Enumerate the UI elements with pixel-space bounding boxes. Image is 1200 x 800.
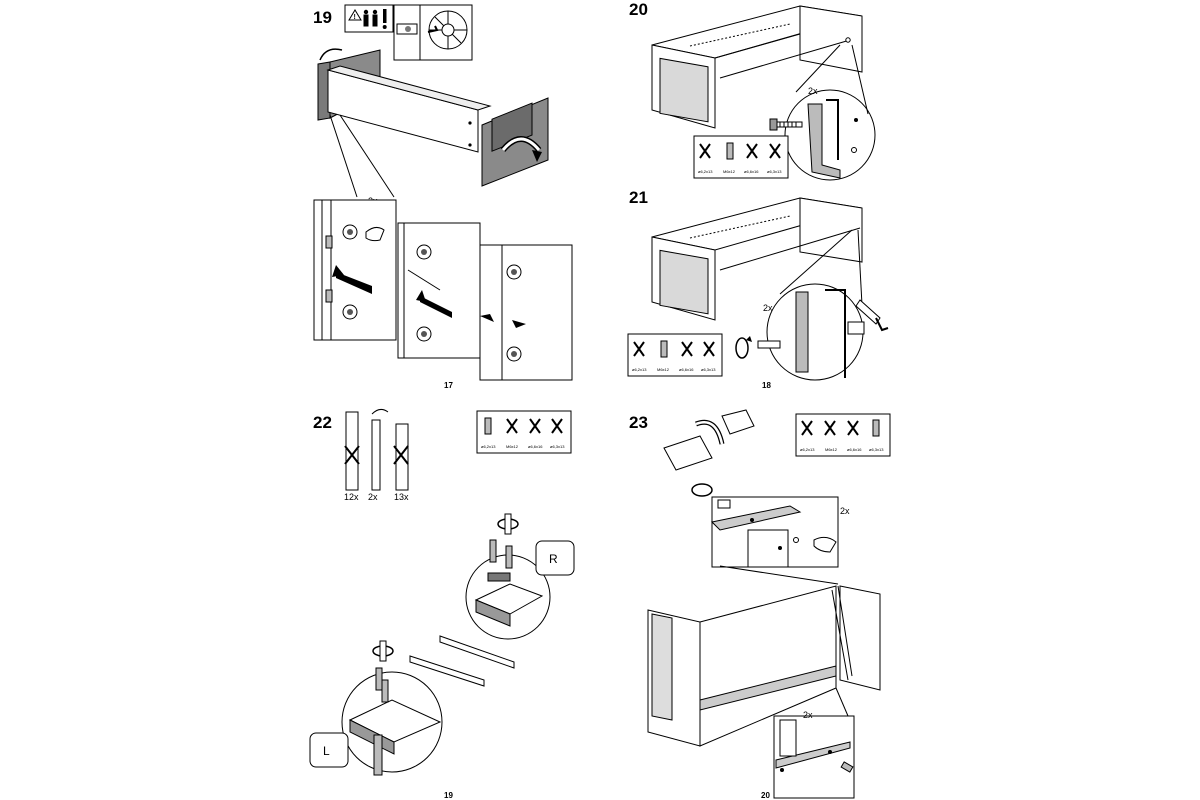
detail-box-3 [479,244,573,381]
screwdriver-icon [497,513,519,535]
screw-label-3: ø6,6x16 [744,169,759,174]
count-13x: 13x [394,492,409,502]
screw-label-4: ø6,3x13 [767,169,782,174]
side-label-R: R [549,552,558,566]
step-22: 22 12x 2x 13x ø6,2x13 M6x12 ø6,6x16 ø6,3… [309,408,575,800]
screw-label-4: ø6,3x13 [869,447,884,452]
detail-box-23-bottom: 2x [773,710,855,799]
count-12x: 12x [344,492,359,502]
side-label-L: L [323,744,330,758]
screw-label-3: ø6,6x16 [528,444,543,449]
hand-pointer-icon [365,226,385,242]
screw-label-1: ø6,2x13 [800,447,815,452]
sub-page-18: 18 [762,381,771,390]
detail-box-1 [313,199,397,341]
screw-label-3: ø6,6x16 [679,367,694,372]
slats-count: 12x 2x 13x [344,408,409,502]
two-person-warning-icon: ! [344,4,394,33]
detail-box-23-top: 2x [710,496,850,568]
screw-label-1: ø6,2x13 [632,367,647,372]
screw-m6x12-icon [769,118,803,131]
step-21-qty: 2x [763,303,773,313]
screw-legend-23: ø6,2x13 M6x12 ø6,6x16 ø6,3x13 [795,413,891,457]
screw-legend-20: ø6,2x13 M6x12 ø6,6x16 ø6,3x13 [693,135,789,179]
step-23-qty-bottom: 2x [803,710,813,720]
sub-page-17: 17 [444,381,453,390]
count-2x: 2x [368,492,378,502]
screw-label-3: ø6,6x16 [847,447,862,452]
screw-label-2: M6x12 [657,367,670,372]
page-number-left: 19 [444,791,453,800]
screw-label-1: ø6,2x13 [698,169,713,174]
hex-key-icon [847,299,889,335]
step-23: 23 ø6,2x13 M6x12 ø6,6x16 ø6,3x13 2x [629,409,891,800]
step-number-19: 19 [313,8,332,27]
step-number-23: 23 [629,413,648,432]
rotate-arrow-icon [691,483,731,509]
screw-label-2: M6x12 [825,447,838,452]
svg-text:!: ! [354,14,356,21]
step-20: 20 2x ø6,2x13 M6x1 [629,0,876,181]
hand-pointer-icon [813,536,837,553]
step-number-21: 21 [629,188,648,207]
step-20-qty: 2x [808,86,818,96]
page-number-right: 20 [761,791,770,800]
step-19: 19 ! [313,4,573,390]
step-21: 21 2x ø6,2x13 M6x12 [627,188,889,390]
step-number-20: 20 [629,0,648,19]
rotate-arrow-icon [319,48,343,61]
detail-box-2 [397,222,481,359]
step-number-22: 22 [313,413,332,432]
step-23-qty-top: 2x [840,506,850,516]
screw-legend-22: ø6,2x13 M6x12 ø6,6x16 ø6,3x13 [476,410,572,454]
cam-lock-detail-icon [393,4,473,61]
screw-label-2: M6x12 [723,169,736,174]
screw-label-4: ø6,3x13 [550,444,565,449]
screw-label-4: ø6,3x13 [701,367,716,372]
screw-legend-21: ø6,2x13 M6x12 ø6,6x16 ø6,3x13 [627,333,723,377]
screw-label-1: ø6,2x13 [481,444,496,449]
rotate-arrow-icon [735,336,752,359]
screwdriver-icon [372,640,394,662]
screw-label-2: M6x12 [506,444,519,449]
